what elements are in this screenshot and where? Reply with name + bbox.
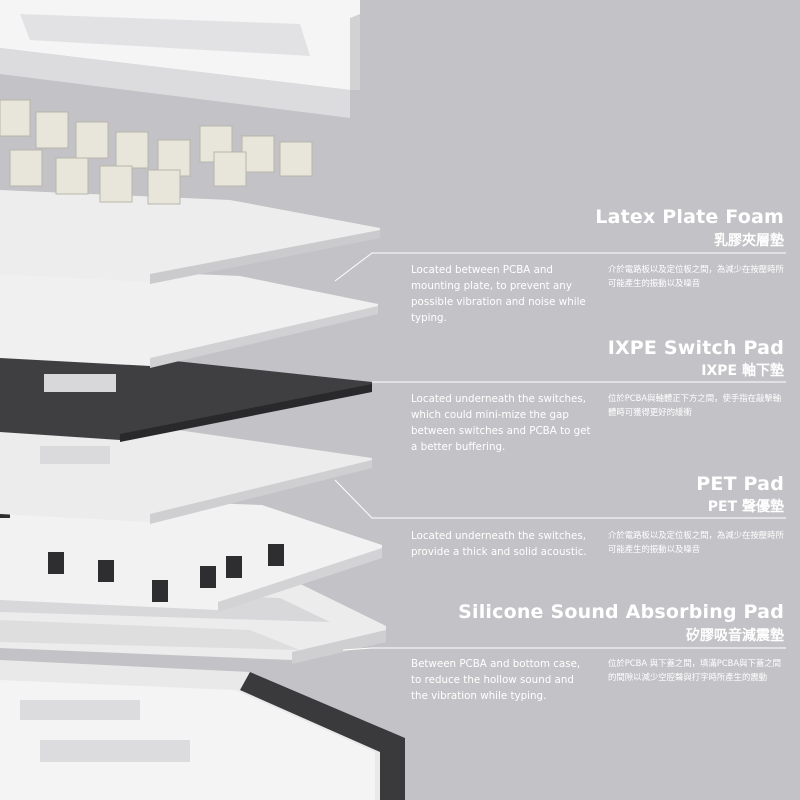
leader-line-latex [334, 252, 786, 282]
layer-description-zh-latex-plate-foam: 介於電路板以及定位板之間，為減少在按壓時所可能產生的振動以及噪音 [608, 264, 784, 288]
pet-pad-layer [0, 418, 372, 524]
layer-description-zh-silicone-sound-absorbing-pad: 位於PCBA 與下蓋之間，填滿PCBA與下蓋之間的間隙以減少空腔聲與打字時所產生… [608, 658, 782, 682]
layer-description-en-latex-plate-foam: Located between PCBA and mounting plate,… [411, 264, 586, 324]
layer-subtitle-pet-pad: PET 聲優墊 [707, 499, 784, 515]
bottom-case [0, 660, 405, 800]
layer-description-en-silicone-sound-absorbing-pad: Between PCBA and bottom case, to reduce … [411, 658, 581, 702]
layer-description-zh-ixpe-switch-pad: 位於PCBA與軸體正下方之間，使手指在敲擊軸體時可獲得更好的緩衝 [608, 393, 782, 417]
layer-title-ixpe-switch-pad: IXPE Switch Pad [607, 337, 784, 359]
layer-subtitle-ixpe-switch-pad: IXPE 軸下墊 [701, 363, 784, 379]
layer-description-en-pet-pad: Located underneath the switches, provide… [411, 530, 587, 558]
layer-subtitle-latex-plate-foam: 乳膠夾層墊 [714, 233, 784, 249]
layer-title-latex-plate-foam: Latex Plate Foam [595, 206, 784, 228]
layer-title-pet-pad: PET Pad [696, 473, 784, 495]
mounting-plate-layer [0, 190, 380, 284]
layer-description-zh-pet-pad: 介於電路板以及定位板之間，為減少在按壓時所可能產生的振動以及噪音 [608, 530, 784, 554]
layer-description-en-ixpe-switch-pad: Located underneath the switches, which c… [411, 393, 591, 453]
top-case-frame [0, 0, 360, 118]
ixpe-pad-layer [0, 346, 372, 442]
layer-subtitle-silicone-sound-absorbing-pad: 矽膠吸音減震墊 [686, 628, 784, 644]
leader-lines [334, 252, 786, 651]
leader-line-silicone [342, 647, 786, 651]
switches-layer [0, 99, 313, 205]
layer-title-silicone-sound-absorbing-pad: Silicone Sound Absorbing Pad [458, 601, 784, 623]
pcba-layer [0, 495, 382, 612]
leader-line-pet [334, 479, 786, 519]
latex-foam-layer [0, 266, 378, 368]
